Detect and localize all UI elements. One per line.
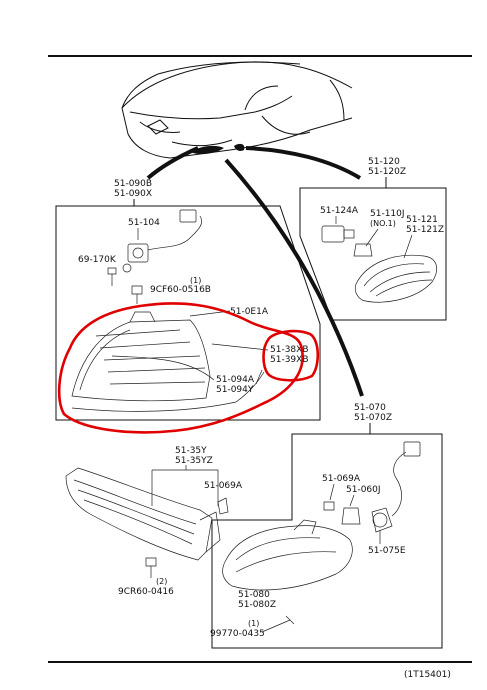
car-illustration [121, 61, 353, 159]
part-99770-qty: (1) [248, 619, 259, 628]
part-51-39xb: 51-39XB [270, 355, 309, 365]
part-51-075e: 51-075E [368, 546, 406, 556]
part-51-38xb: 51-38XB [270, 345, 309, 355]
part-51-110j: 51-110J [370, 209, 405, 219]
part-51-0e1a: 51-0E1A [230, 307, 269, 317]
part-9cf60: 9CF60-0516B [150, 285, 211, 295]
part-9cr60-qty: (2) [156, 577, 167, 586]
part-51-35y: 51-35Y [175, 446, 207, 456]
clip-51-069a-left [217, 497, 229, 515]
marker-pointer-left [146, 146, 199, 180]
part-9cf60-qty: (1) [190, 276, 201, 285]
front-lamp-callout: 51-090B 51-090X [114, 179, 152, 206]
part-69-170k: 69-170K [78, 255, 117, 265]
part-51-35yz: 51-35YZ [175, 456, 213, 466]
screw-9cf60 [131, 285, 143, 304]
marker-pointer-rear [224, 158, 364, 397]
gasket-51-094 [71, 371, 265, 412]
part-51-069a-right: 51-069A [322, 474, 361, 484]
part-99770: 99770-0435 [210, 629, 265, 639]
screw-9cr60 [145, 557, 157, 578]
rear-lamp-set-label-2: 51-070Z [354, 413, 392, 423]
part-51-069a-left: 51-069A [204, 481, 243, 491]
side-lamp-marker [234, 143, 245, 151]
part-51-094y: 51-094Y [216, 385, 254, 395]
part-51-121: 51-121 [406, 215, 438, 225]
part-51-080: 51-080 [238, 590, 270, 600]
part-51-094a: 51-094A [216, 375, 255, 385]
part-51-124a: 51-124A [320, 206, 359, 216]
red-highlight-label [262, 329, 320, 382]
rear-socket-harness [371, 441, 421, 533]
screw-69-170k [107, 267, 117, 286]
marker-pointer-right [245, 146, 362, 180]
part-51-110j-qty: (NO.1) [370, 219, 396, 228]
side-socket [321, 225, 355, 243]
bulb-51-060j [341, 507, 361, 525]
bracket-51-35y [151, 465, 219, 506]
side-marker-box [299, 187, 447, 321]
bumper-lamp-body [65, 467, 221, 561]
rear-lamp-set-label-1: 51-070 [354, 403, 386, 413]
red-highlight-lens [57, 302, 304, 434]
front-lamp-set-label-1: 51-090B [114, 179, 152, 189]
side-marker-set-label-2: 51-120Z [368, 167, 406, 177]
part-51-080z: 51-080Z [238, 600, 276, 610]
front-lamp-lens [71, 311, 215, 402]
part-9cr60: 9CR60-0416 [118, 587, 174, 597]
front-lamp-marker [190, 145, 224, 155]
front-lamp-set-label-2: 51-090X [114, 189, 152, 199]
socket-harness [127, 209, 203, 263]
screw-99770 [261, 615, 295, 633]
side-marker-callout: 51-120 51-120Z [368, 157, 406, 188]
figure-code: (1T15401) [404, 670, 451, 680]
washer [122, 263, 132, 273]
rear-lamp-lens [222, 519, 353, 591]
rear-lamp-box [211, 433, 443, 649]
front-lamp-box [55, 205, 321, 421]
rear-lamp-callout: 51-070 51-070Z [354, 403, 392, 434]
part-51-104: 51-104 [128, 218, 160, 228]
side-marker-lamp [354, 254, 438, 303]
side-marker-set-label-1: 51-120 [368, 157, 400, 167]
side-bulb [353, 243, 373, 257]
part-51-060j: 51-060J [346, 485, 381, 495]
clip-51-069a-right [323, 501, 335, 511]
part-51-121z: 51-121Z [406, 225, 444, 235]
